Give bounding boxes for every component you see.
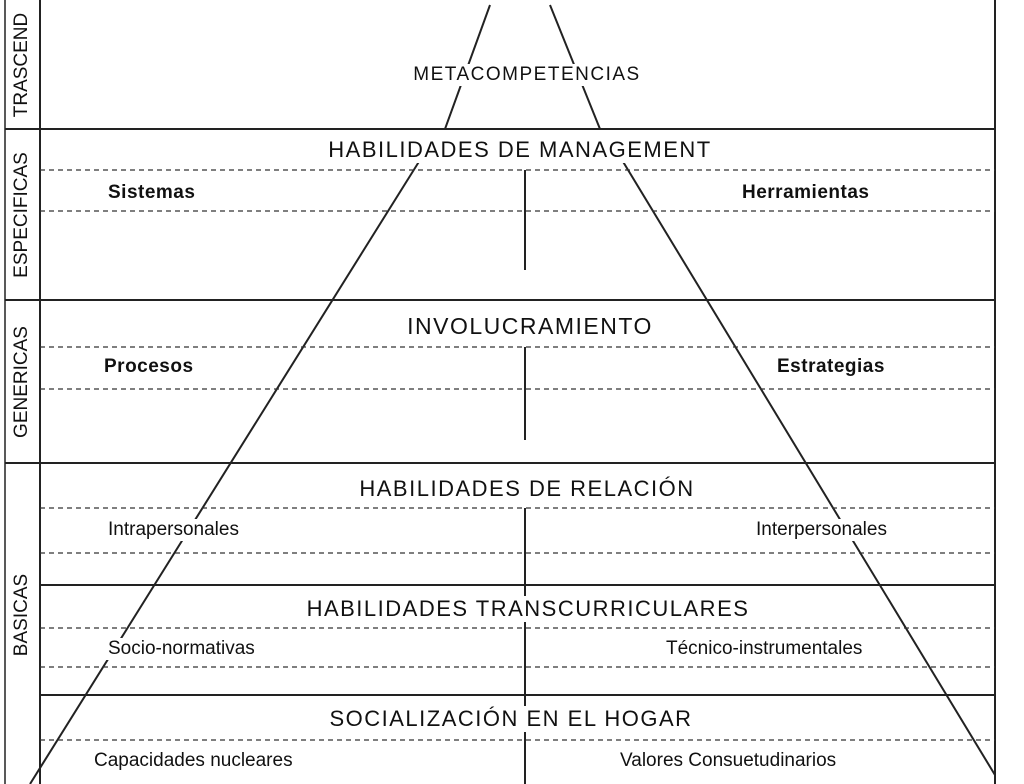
level-left-item: Sistemas [104,182,200,204]
side-label-genericas: GENERICAS [11,326,32,438]
level-right-item: Interpersonales [752,519,891,541]
level-left-item: Socio-normativas [104,638,259,660]
level-right-item: Herramientas [738,182,874,204]
side-label-trascend: TRASCEND [11,12,32,118]
pyramid-left-edge [29,159,421,784]
level-left-item: Intrapersonales [104,519,243,541]
level-right-item: Estrategias [773,356,889,378]
level-right-item: Técnico-instrumentales [662,638,867,660]
pyramid-right-edge [621,159,996,776]
level-left-item: Capacidades nucleares [90,750,297,772]
level-title: SOCIALIZACIÓN EN EL HOGAR [325,706,697,732]
level-left-item: Procesos [100,356,198,378]
level-right-item: Valores Consuetudinarios [616,750,841,772]
side-label-basicas: BASICAS [11,573,32,657]
level-title: HABILIDADES TRANSCURRICULARES [302,596,754,622]
side-label-especificas: ESPECIFICAS [11,152,32,278]
level-title: HABILIDADES DE MANAGEMENT [324,137,716,163]
level-title: METACOMPETENCIAS [409,64,645,86]
level-title: INVOLUCRAMIENTO [403,313,657,340]
level-title: HABILIDADES DE RELACIÓN [355,476,699,502]
